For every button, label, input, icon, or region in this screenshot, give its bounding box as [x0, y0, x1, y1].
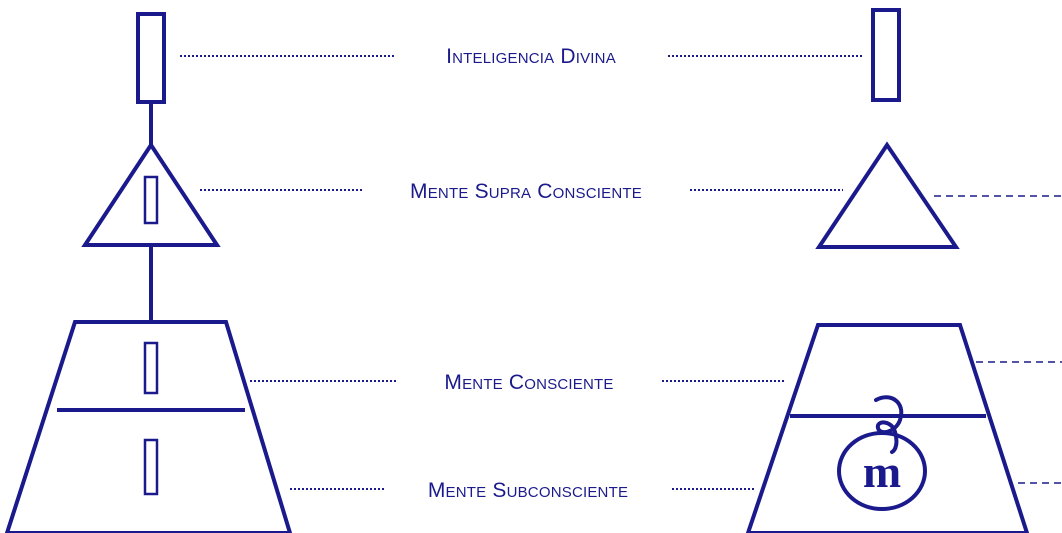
label-conscious: Mente Consciente	[444, 371, 613, 394]
right-supra-triangle	[815, 141, 960, 249]
left-conscious-slot	[143, 341, 159, 395]
left-subconscious-slot	[143, 438, 159, 496]
label-supra-conscious: Mente Supra Consciente	[410, 180, 642, 203]
level-labels: Inteligencia Divina Mente Supra Conscien…	[410, 45, 642, 502]
spiral-m-logo: m	[837, 395, 927, 511]
circle-icon	[837, 431, 927, 511]
left-figure	[4, 12, 293, 533]
leader-lines	[180, 55, 1062, 490]
left-supra-slot	[143, 175, 159, 225]
label-divine-intelligence: Inteligencia Divina	[446, 45, 616, 68]
logo-letter: m	[863, 446, 901, 497]
right-mind-trapezoid	[745, 323, 1030, 533]
left-divine-rectangle	[136, 12, 166, 104]
left-mind-trapezoid	[4, 320, 293, 533]
right-divine-rectangle	[871, 8, 901, 102]
right-figure: m	[745, 8, 1030, 533]
label-subconscious: Mente Subconsciente	[428, 479, 628, 502]
spiral-icon	[874, 395, 904, 454]
